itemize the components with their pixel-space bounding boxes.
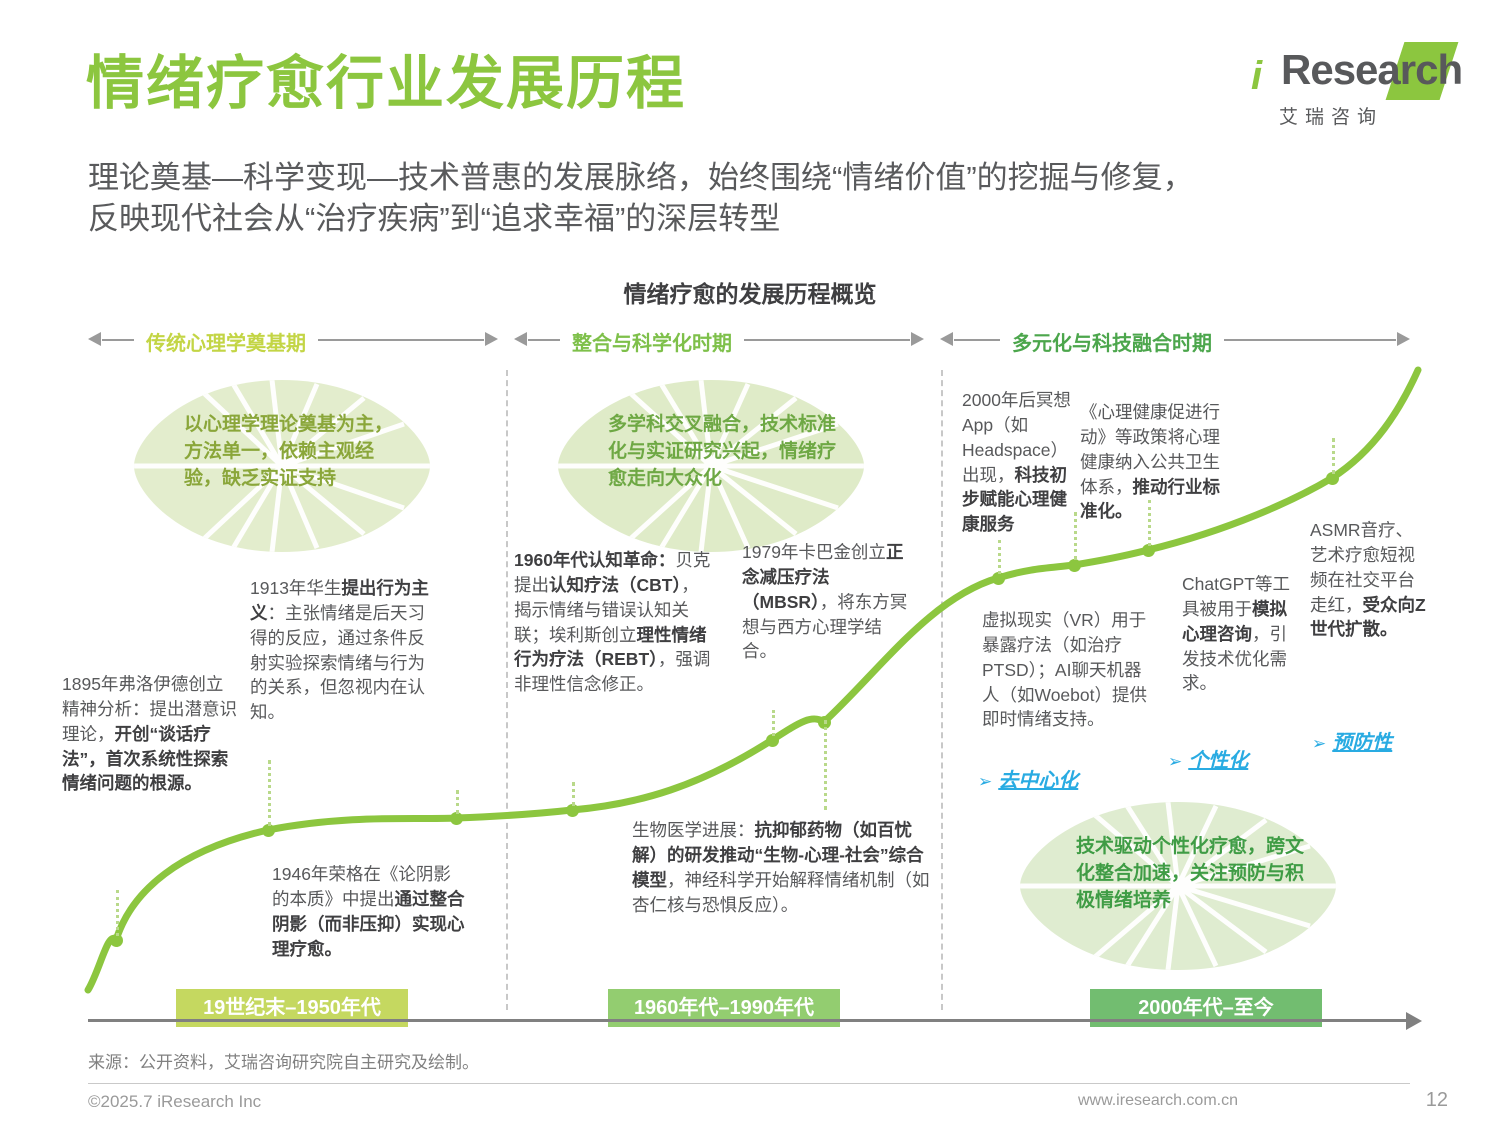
trend-bullet-icon: ➢ — [1168, 752, 1183, 771]
connector-biomed — [824, 720, 827, 810]
curve-node-1979 — [766, 734, 779, 747]
event-chatgpt: ChatGPT等工具被用于模拟心理咨询，引发技术优化需求。 — [1182, 574, 1290, 694]
connector-1946 — [456, 790, 459, 814]
trend-decentralization-label: 去中心化 — [998, 770, 1079, 792]
trend-prevention-label: 预防性 — [1332, 732, 1393, 754]
connector-2023 — [1332, 438, 1335, 474]
timeline-axis — [88, 1019, 1408, 1022]
curve-node-2010s — [1068, 559, 1081, 572]
trend-bullet-icon: ➢ — [978, 772, 993, 791]
source-note: 来源：公开资料，艾瑞咨询研究院自主研究及绘制。 — [88, 1053, 479, 1072]
phase-separator-2 — [941, 370, 943, 1010]
trend-prevention: ➢ 预防性 — [1312, 726, 1392, 755]
page-subtitle: 理论奠基—科学变现—技术普惠的发展脉络，始终围绕“情绪价值”的挖掘与修复，反映现… — [88, 160, 1194, 236]
phase-label-2: 整合与科学化时期 — [560, 327, 744, 356]
event-policy: 《心理健康促进行动》等政策将心理健康纳入公共卫生体系，推动行业标准化。 — [1080, 402, 1220, 522]
curve-node-1960s — [566, 804, 579, 817]
leaf-phase-1-text: 以心理学理论奠基为主，方法单一，依赖主观经验，缺乏实证支持 — [184, 414, 394, 489]
leaf-phase-3: 技术驱动个性化疗愈，跨文化整合加速，关注预防与积极情绪培养 — [1018, 800, 1338, 972]
growth-curve — [84, 366, 1422, 994]
event-vr-ai: 虚拟现实（VR）用于暴露疗法（如治疗PTSD）；AI聊天机器人（如Woebot）… — [982, 610, 1147, 730]
connector-1895 — [116, 890, 119, 936]
page-title: 情绪疗愈行业发展历程 — [86, 51, 687, 116]
leaf-phase-3-text: 技术驱动个性化疗愈，跨文化整合加速，关注预防与积极情绪培养 — [1076, 836, 1305, 911]
event-1946: 1946年荣格在《论阴影的本质》中提出通过整合阴影（而非压抑）实现心理疗愈。 — [272, 864, 465, 959]
phase-bar-2: 整合与科学化时期 — [514, 327, 924, 356]
logo-i-letter: i — [1251, 54, 1263, 98]
leaf-phase-2-text: 多学科交叉融合，技术标准化与实证研究兴起，情绪疗愈走向大众化 — [608, 414, 837, 489]
connector-1960s — [572, 782, 575, 806]
curve-node-1895 — [110, 934, 123, 947]
event-1960s: 1960年代认知革命：贝克提出认知疗法（CBT），揭示情绪与错误认知关联；埃利斯… — [514, 550, 711, 695]
website-url: www.iresearch.com.cn — [1077, 1092, 1238, 1109]
curve-node-2023 — [1326, 472, 1339, 485]
leaf-phase-2: 多学科交叉融合，技术标准化与实证研究兴起，情绪疗愈走向大众化 — [556, 378, 866, 554]
connector-2000s — [998, 540, 1001, 574]
event-2000s-app: 2000年后冥想App（如Headspace）出现，科技初步赋能心理健康服务 — [962, 390, 1071, 535]
logo-research-text: Research — [1281, 46, 1463, 93]
trend-personalization: ➢ 个性化 — [1168, 744, 1248, 773]
event-asmr: ASMR音疗、艺术疗愈短视频在社交平台走红，受众向Z世代扩散。 — [1310, 520, 1426, 640]
curve-node-1946 — [450, 812, 463, 825]
curve-node-2020 — [1142, 544, 1155, 557]
connector-2010s — [1074, 512, 1077, 560]
page-number: 12 — [1425, 1089, 1448, 1111]
chart-title: 情绪疗愈的发展历程概览 — [623, 281, 877, 307]
trend-personalization-label: 个性化 — [1188, 750, 1249, 772]
phase-bar-3: 多元化与科技融合时期 — [940, 327, 1410, 356]
trend-bullet-icon: ➢ — [1312, 734, 1327, 753]
curve-node-1913 — [262, 824, 275, 837]
event-1913: 1913年华生提出行为主义：主张情绪是后天习得的反应，通过条件反射实验探索情绪与… — [250, 578, 429, 723]
event-1895: 1895年弗洛伊德创立精神分析：提出潜意识理论，开创“谈话疗法”，首次系统性探索… — [62, 674, 237, 794]
trend-decentralization: ➢ 去中心化 — [978, 764, 1078, 793]
phase-bar-1: 传统心理学奠基期 — [88, 327, 498, 356]
connector-1913 — [268, 760, 271, 826]
copyright-text: ©2025.7 iResearch Inc — [88, 1092, 262, 1111]
event-biomed: 生物医学进展：抗抑郁药物（如百忧解）的研发推动“生物-心理-社会”综合模型，神经… — [632, 820, 930, 915]
iresearch-logo: i Research 艾瑞咨询 — [1245, 40, 1463, 136]
phase-label-1: 传统心理学奠基期 — [134, 327, 318, 356]
footer-divider — [88, 1083, 1410, 1084]
phase-separator-1 — [506, 370, 508, 1010]
leaf-phase-1: 以心理学理论奠基为主，方法单一，依赖主观经验，缺乏实证支持 — [132, 378, 432, 554]
curve-node-2000s — [992, 572, 1005, 585]
connector-1979 — [772, 710, 775, 736]
timeline-axis-arrow-icon — [1406, 1012, 1422, 1030]
phase-label-3: 多元化与科技融合时期 — [1000, 327, 1224, 356]
logo-chinese-text: 艾瑞咨询 — [1279, 107, 1384, 128]
connector-2020 — [1148, 500, 1151, 546]
event-1979: 1979年卡巴金创立正念减压疗法（MBSR），将东方冥想与西方心理学结合。 — [742, 542, 908, 662]
